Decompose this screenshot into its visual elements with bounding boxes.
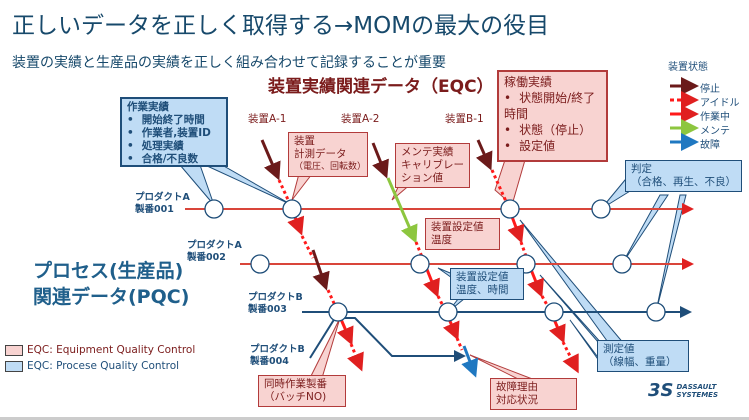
failure-arrow [461,345,479,378]
eqc-heading: 装置実績関連データ（EQC） [268,77,494,97]
pqc-heading-line: プロセス(生産品) [33,260,184,282]
callout-tail [494,159,526,206]
operation-results-callout: 稼働実績 状態開始/終了時間状態（停止）設定値 [497,70,608,162]
maintenance-callout: メンテ実績キャリブレーション値 [395,143,470,188]
callout-tail [621,194,669,265]
pqc-heading: プロセス(生産品) 関連データ(PQC) [33,258,189,310]
stop-arrow [260,139,281,181]
process-nodes [204,199,666,322]
idle-arrow [561,341,579,374]
equipment-a2: 装置A-2 [341,113,380,125]
legend-failure: 故障 [700,140,720,151]
callout-tail [309,317,341,379]
measurement-callout: 装置計測データ（電圧、回転数） [288,132,368,177]
idle-arrow [455,337,464,351]
legend-eqc: EQC: Equipment Quality Control [5,344,195,356]
batch-callout: 同時作業製番（バッチNO) [258,375,346,407]
equipment-a1: 装置A-1 [248,113,287,125]
legend-arrows [670,77,699,151]
subtitle: 装置の実績と生産品の実績を正しく組み合わせて記録することが重要 [12,55,446,71]
stop-arrow [371,142,389,179]
callout-tail [469,354,536,381]
work-results-callout: 作業実績 開始終了時間作業者,装置ID処理実績合格/不良数 [120,97,228,167]
idle-arrow [277,179,292,205]
judgement-callout: 判定（合格、再生、不良） [625,160,742,192]
stop-arrow [311,249,330,291]
legend-stop: 停止 [700,84,720,95]
product-line-004 [309,317,466,362]
pqc-swatch [5,360,23,372]
measured-values-callout: 測定値（線幅、重量） [597,340,689,372]
setting-temp-time-callout: 装置設定値温度、時間 [450,268,524,300]
legend-pqc-label: EQC: Procese Quality Control [27,360,180,372]
3ds-logo-icon: 3S [648,380,674,401]
failure-callout: 故障理由対応状況 [490,378,577,410]
idle-arrow [490,169,510,207]
idle-arrow [347,343,364,372]
legend-pqc: EQC: Procese Quality Control [5,360,179,372]
idle-arrow [300,235,315,259]
pqc-heading-line: 関連データ(PQC) [33,286,190,308]
legend-idle: アイドル [700,98,740,109]
page-title: 正しいデータを正しく取得する→MOMの最大の役目 [12,13,550,39]
maint-arrow [386,177,418,244]
slide-bottom-border [0,417,749,420]
legend-eqc-label: EQC: Equipment Quality Control [27,344,196,356]
eqc-swatch [5,344,23,356]
legend-working: 作業中 [700,112,730,123]
stop-arrow [475,139,493,171]
equipment-b1: 装置B-1 [445,113,484,125]
setting-temp-callout: 装置設定値温度 [425,218,500,250]
callout-tail [655,194,687,313]
callout-tail [204,164,293,206]
legend-title: 装置状態 [668,62,708,73]
legend-maintenance: メンテ [700,126,730,137]
